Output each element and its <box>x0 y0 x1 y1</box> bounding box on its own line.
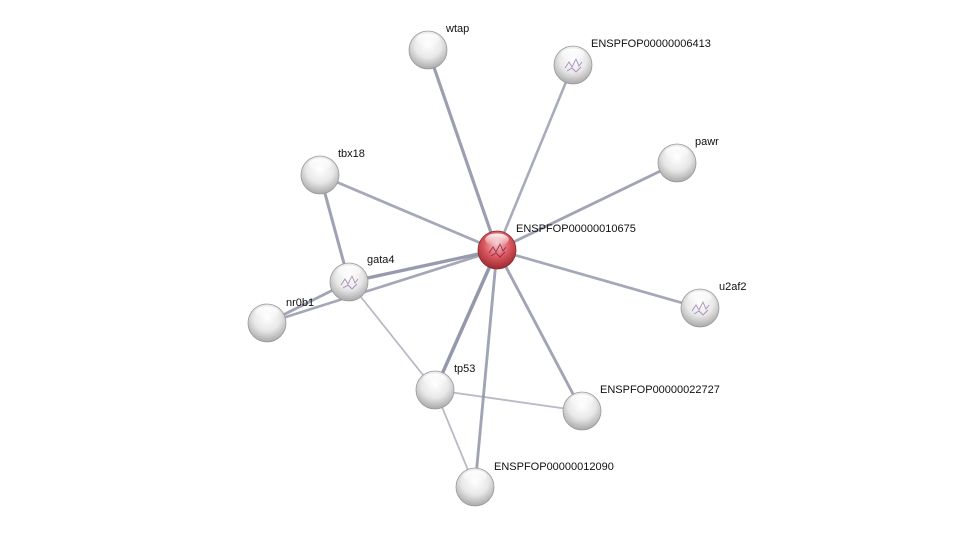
edge-center-nr0b1 <box>265 248 499 325</box>
node-label: u2af2 <box>719 281 747 293</box>
node-tbx18[interactable]: tbx18 <box>300 148 365 195</box>
node-highlight <box>255 306 279 319</box>
node-label: gata4 <box>367 254 395 266</box>
node-label: ENSPFOP00000012090 <box>494 461 614 473</box>
node-u2af2[interactable]: u2af2 <box>680 281 747 328</box>
node-tp53[interactable]: tp53 <box>415 363 475 410</box>
node-label: tbx18 <box>338 148 365 160</box>
protein-structure-icon <box>564 57 583 73</box>
protein-structure-icon <box>691 300 710 316</box>
node-wtap[interactable]: wtap <box>408 23 469 70</box>
protein-structure-icon <box>488 242 507 258</box>
node-highlight <box>665 146 689 159</box>
edge-center-gata4 <box>347 248 499 284</box>
edges-layer <box>265 48 702 489</box>
node-highlight <box>416 33 440 46</box>
node-gata4[interactable]: gata4 <box>329 254 395 302</box>
edge-tp53-enspfop22727 <box>434 389 583 412</box>
node-highlight <box>688 291 712 304</box>
node-label: wtap <box>445 23 469 35</box>
node-label: ENSPFOP00000006413 <box>591 38 711 50</box>
edge-center-enspfop12090 <box>473 248 499 489</box>
node-label: nr0b1 <box>286 297 314 309</box>
edge-center-tbx18 <box>318 173 499 252</box>
node-label: pawr <box>695 136 719 148</box>
node-highlight <box>308 158 332 171</box>
node-enspfop12090[interactable]: ENSPFOP00000012090 <box>455 461 614 507</box>
protein-structure-icon <box>340 274 359 290</box>
node-nr0b1[interactable]: nr0b1 <box>247 297 314 343</box>
edge-center-wtap <box>426 48 499 252</box>
node-highlight <box>463 470 487 483</box>
node-highlight <box>337 265 361 278</box>
node-label: tp53 <box>454 363 475 375</box>
node-enspfop6413[interactable]: ENSPFOP00000006413 <box>553 38 711 85</box>
edge-center-enspfop22727 <box>495 248 584 413</box>
edge-center-tp53 <box>433 248 499 392</box>
node-highlight <box>570 394 594 407</box>
edge-gata4-tp53 <box>348 281 436 391</box>
node-enspfop22727[interactable]: ENSPFOP00000022727 <box>562 384 720 431</box>
node-label: ENSPFOP00000022727 <box>600 384 720 396</box>
edge-center-enspfop6413 <box>495 63 575 252</box>
node-label: ENSPFOP00000010675 <box>516 223 636 235</box>
node-pawr[interactable]: pawr <box>657 136 719 183</box>
node-highlight <box>561 48 585 61</box>
edge-center-u2af2 <box>495 248 702 310</box>
node-highlight <box>423 373 447 386</box>
edge-center-pawr <box>495 161 679 252</box>
node-highlight <box>485 233 509 246</box>
node-center[interactable]: ENSPFOP00000010675 <box>477 223 636 270</box>
